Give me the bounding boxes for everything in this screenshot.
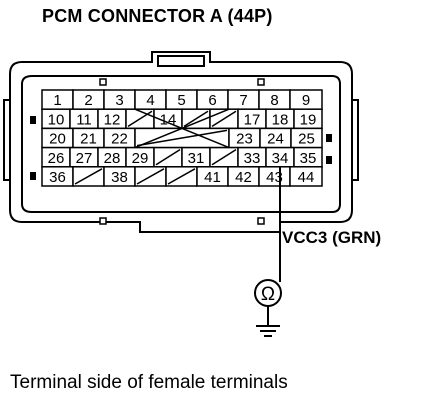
terminal-number: 41: [204, 169, 221, 186]
terminal-number: 44: [298, 169, 315, 186]
terminal-number: 7: [239, 92, 247, 109]
ohm-symbol: Ω: [261, 284, 275, 305]
empty-cavity-mark: [74, 168, 103, 185]
terminal-number: 35: [300, 150, 317, 167]
empty-cavity-mark: [155, 148, 181, 166]
polarity-keys: [30, 116, 332, 180]
terminal-number: 18: [272, 111, 289, 128]
terminal-number: 10: [48, 111, 65, 128]
blank-zone-cross: [134, 108, 230, 149]
terminal-number: 4: [146, 92, 154, 109]
terminal-number: 2: [84, 92, 92, 109]
terminal-number: 31: [188, 150, 205, 167]
terminal-number: 25: [298, 131, 315, 148]
terminal-number: 3: [115, 92, 123, 109]
terminal-number: 43: [266, 169, 283, 186]
empty-cavity-mark: [167, 168, 196, 185]
terminal-number: 42: [235, 169, 252, 186]
empty-cavity-mark: [136, 129, 228, 147]
caption: Terminal side of female terminals: [10, 372, 288, 393]
terminal-number: 33: [244, 150, 261, 167]
probe-circuit: [254, 166, 282, 337]
terminal-number: 9: [302, 92, 310, 109]
empty-cavity-mark: [211, 148, 237, 166]
terminal-number: 12: [104, 111, 121, 128]
terminal-number: 24: [267, 131, 284, 148]
terminal-number: 19: [300, 111, 317, 128]
terminal-number: 29: [132, 150, 149, 167]
connector-housing: [3, 51, 359, 233]
terminal-number: 6: [208, 92, 216, 109]
terminal-number: 27: [76, 150, 93, 167]
terminal-number: 23: [236, 131, 253, 148]
signal-label: VCC3 (GRN): [282, 228, 381, 247]
empty-cavity-mark: [183, 110, 209, 128]
terminal-number: 1: [53, 92, 61, 109]
terminal-number: 36: [49, 169, 66, 186]
terminal-number: 17: [244, 111, 261, 128]
terminal-number: 26: [48, 150, 65, 167]
terminal-number: 22: [111, 131, 128, 148]
terminal-number: 28: [104, 150, 121, 167]
terminal-number: 8: [270, 92, 278, 109]
terminal-number: 34: [272, 150, 289, 167]
terminal-number: 5: [177, 92, 185, 109]
empty-cavity-mark: [136, 168, 165, 185]
guide-marks: [99, 78, 265, 225]
empty-cavity-mark: [211, 110, 237, 128]
terminal-number: 11: [76, 111, 92, 128]
diagram-title: PCM CONNECTOR A (44P): [42, 6, 273, 26]
terminal-number: 38: [111, 169, 128, 186]
terminal-number: 20: [49, 131, 66, 148]
terminal-number: 21: [80, 131, 97, 148]
terminal-cell: [289, 166, 323, 187]
